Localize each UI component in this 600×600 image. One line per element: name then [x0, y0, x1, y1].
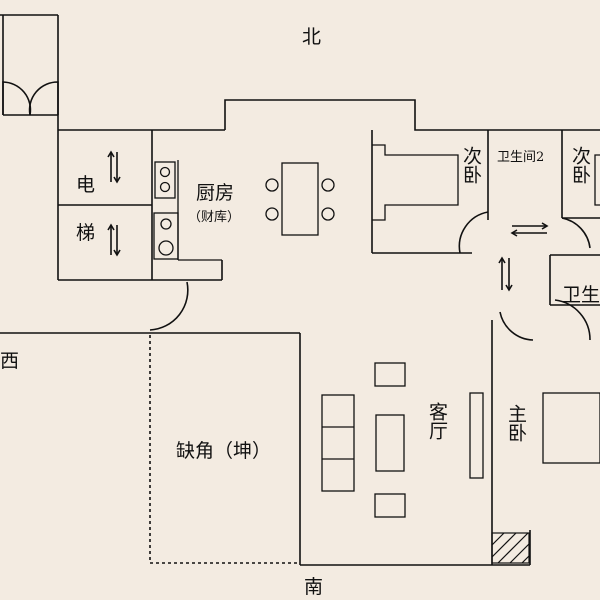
coffee-table [375, 414, 405, 472]
bedroom-walls [371, 130, 600, 306]
tv-cabinet [469, 392, 484, 479]
entry-door-left [2, 81, 32, 116]
armchair-bottom [374, 493, 406, 518]
compass-north: 北 [302, 26, 322, 48]
room-missing-corner-label: 缺角（坤） [176, 440, 272, 462]
outer-walls [0, 99, 600, 566]
kitchen-fixtures [153, 160, 222, 261]
corridor-arrows-horizontal [510, 222, 549, 237]
entry-door-right [28, 81, 59, 116]
elevator-arrows-2 [107, 223, 121, 257]
room-kitchen-note: （财库） [188, 210, 241, 225]
sink [153, 212, 179, 260]
living-room-furniture [321, 362, 484, 518]
bed-second-bedroom-b [594, 154, 600, 206]
dining-table [265, 162, 335, 236]
compass-west: 西 [0, 350, 20, 372]
corridor-arrows-vertical [498, 256, 513, 292]
armchair-top [374, 362, 406, 387]
bed-second-bedroom [372, 144, 459, 221]
elevator-arrows-1 [107, 150, 121, 184]
hatched-column [491, 532, 530, 564]
stove [154, 161, 176, 199]
bedroom-a-door [458, 211, 489, 254]
elevator-shafts [58, 150, 152, 257]
room-bathroom-label: 卫生 [562, 284, 600, 306]
master-bed [542, 392, 600, 464]
room-bathroom-2-label: 卫生间2 [497, 150, 545, 165]
room-master-bedroom-label: 主卧 [505, 404, 527, 442]
room-elevator-label-2: 梯 [76, 222, 96, 244]
compass-south: 南 [304, 576, 324, 598]
room-second-bedroom-b-label: 次卧 [569, 146, 591, 184]
missing-corner-outline [149, 335, 300, 564]
kitchen-door [149, 281, 189, 331]
master-door [499, 311, 534, 341]
sofa [321, 394, 355, 492]
room-living-room-label: 客厅 [426, 402, 448, 440]
top-left-entry [0, 14, 59, 130]
bedroom-b-door [561, 217, 591, 249]
bathroom-door [554, 299, 591, 341]
room-elevator-label-1: 电 [76, 174, 96, 196]
room-kitchen-label: 厨房 [196, 182, 235, 204]
room-second-bedroom-a-label: 次卧 [460, 146, 482, 184]
